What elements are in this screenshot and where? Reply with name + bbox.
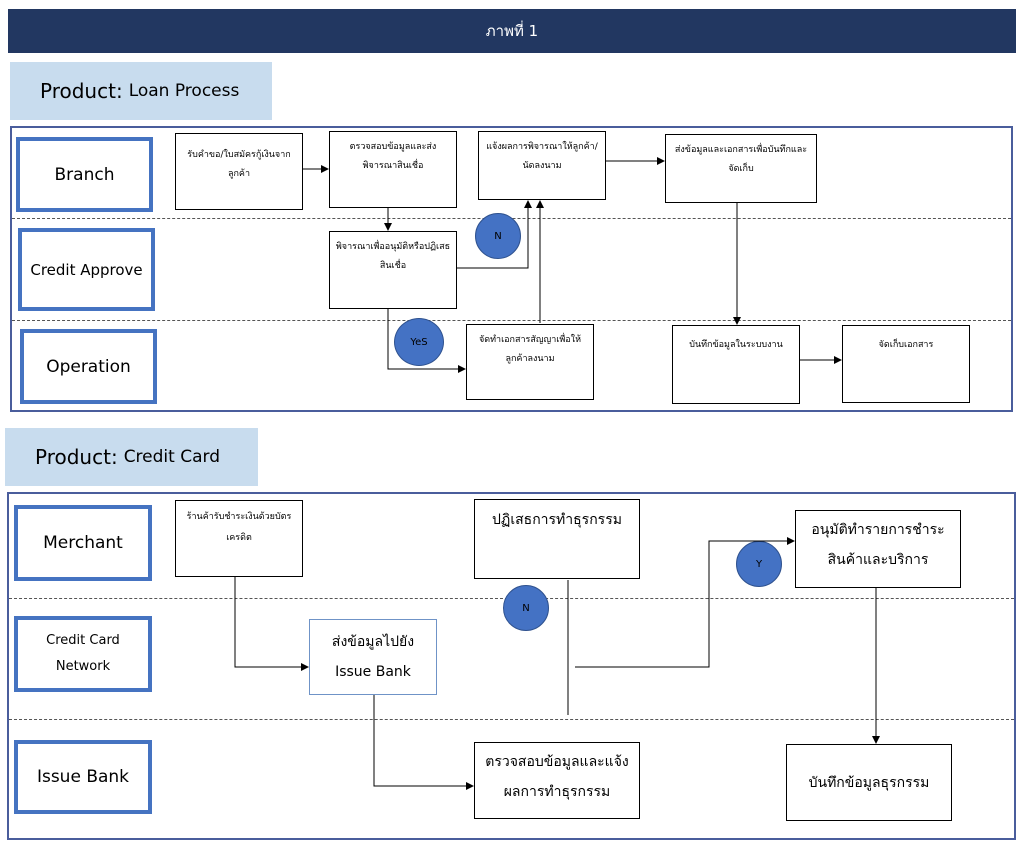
step-verify-and-notify-text: ตรวจสอบข้อมูลและแจ้งผลการทำธุรกรรม (485, 754, 629, 800)
lane-branch-label: Branch (54, 164, 115, 185)
step-send-documents: ส่งข้อมูลและเอกสารเพื่อบันทึกและจัดเก็บ (665, 134, 817, 203)
page-title: ภาพที่ 1 (485, 22, 539, 40)
step-merchant-accept: ร้านค้ารับชำระเงินด้วยบัตรเครดิต (175, 500, 303, 577)
step-notify-customer: แจ้งผลการพิจารณาให้ลูกค้า/นัดลงนาม (478, 131, 606, 200)
step-receive-application-text: รับคำขอ/ใบสมัครกู้เงินจากลูกค้า (187, 150, 291, 179)
step-approve-payment-text: อนุมัติทำรายการชำระสินค้าและบริการ (811, 522, 945, 568)
step-check-data: ตรวจสอบข้อมูลและส่งพิจารณาสินเชื่อ (329, 131, 457, 208)
step-record-transaction: บันทึกข้อมูลธุรกรรม (786, 744, 952, 821)
step-send-line2: Issue Bank (335, 664, 411, 680)
step-check-data-text: ตรวจสอบข้อมูลและส่งพิจารณาสินเชื่อ (349, 142, 437, 171)
loan-lane-divider-2 (12, 320, 1011, 321)
step-reject-transaction-text: ปฏิเสธการทำธุรกรรม (492, 512, 622, 528)
step-prepare-contract: จัดทำเอกสารสัญญาเพื่อให้ลูกค้าลงนาม (466, 324, 594, 400)
card-yes-badge-text: Y (755, 558, 763, 570)
lane-credit-approve: Credit Approve (18, 228, 155, 311)
lane-branch: Branch (16, 137, 153, 212)
lane-merchant: Merchant (14, 505, 152, 581)
lane-operation-label: Operation (46, 356, 131, 377)
step-prepare-contract-text: จัดทำเอกสารสัญญาเพื่อให้ลูกค้าลงนาม (478, 335, 582, 364)
step-reject-transaction: ปฏิเสธการทำธุรกรรม (474, 499, 640, 579)
step-record-system: บันทึกข้อมูลในระบบงาน (672, 325, 800, 404)
step-merchant-accept-text: ร้านค้ารับชำระเงินด้วยบัตรเครดิต (186, 512, 292, 543)
loan-no-badge-text: N (494, 230, 502, 242)
card-swimlane-panel (7, 492, 1016, 840)
lane-operation: Operation (20, 329, 157, 404)
lane-merchant-label: Merchant (43, 533, 123, 553)
loan-title-label: Product: (40, 79, 123, 103)
loan-no-badge: N (475, 213, 521, 259)
loan-yes-badge-text: YeS (410, 336, 428, 348)
step-verify-and-notify: ตรวจสอบข้อมูลและแจ้งผลการทำธุรกรรม (474, 742, 640, 819)
card-section-title: Product: Credit Card (5, 428, 258, 486)
arrow-consider-to-notify (457, 200, 532, 269)
card-title-label: Product: (35, 445, 118, 469)
lane-network-label-line2: Network (55, 659, 111, 674)
loan-section-title: Product: Loan Process (10, 62, 272, 120)
card-no-badge: N (503, 585, 549, 631)
card-no-badge-text: N (522, 602, 530, 614)
arrow-accept-to-send (234, 577, 309, 671)
lane-credit-card-network: Credit Card Network (14, 616, 152, 692)
step-approve-payment: อนุมัติทำรายการชำระสินค้าและบริการ (795, 510, 961, 588)
step-notify-customer-text: แจ้งผลการพิจารณาให้ลูกค้า/นัดลงนาม (486, 142, 598, 171)
step-consider-approval-text: พิจารณาเพื่ออนุมัติหรือปฏิเสธสินเชื่อ (335, 242, 451, 271)
card-title-product: Credit Card (123, 447, 220, 467)
step-record-transaction-text: บันทึกข้อมูลธุรกรรม (808, 774, 930, 791)
lane-issue-bank-label: Issue Bank (36, 767, 130, 787)
step-record-system-text: บันทึกข้อมูลในระบบงาน (689, 340, 783, 350)
step-store-documents-text: จัดเก็บเอกสาร (878, 340, 934, 350)
arrow-send-to-verify (373, 695, 474, 790)
loan-swimlane-panel (10, 126, 1013, 412)
loan-title-product: Loan Process (128, 81, 240, 101)
step-send-to-issue-bank: ส่งข้อมูลไปยัง Issue Bank (309, 619, 437, 695)
step-receive-application: รับคำขอ/ใบสมัครกู้เงินจากลูกค้า (175, 133, 303, 210)
arrow-network-to-approve (575, 537, 795, 668)
lane-credit-approve-label: Credit Approve (30, 260, 143, 279)
card-lane-divider-2 (9, 719, 1014, 720)
step-send-documents-text: ส่งข้อมูลและเอกสารเพื่อบันทึกและจัดเก็บ (674, 145, 808, 174)
step-send-line1: ส่งข้อมูลไปยัง (331, 634, 415, 650)
step-consider-approval: พิจารณาเพื่ออนุมัติหรือปฏิเสธสินเชื่อ (329, 231, 457, 309)
loan-yes-badge: YeS (394, 318, 444, 366)
lane-network-label-line1: Credit Card (46, 633, 120, 648)
lane-issue-bank: Issue Bank (14, 740, 152, 814)
step-store-documents: จัดเก็บเอกสาร (842, 325, 970, 403)
page-header: ภาพที่ 1 (8, 9, 1016, 53)
arrow-consider-to-contract (387, 309, 466, 373)
